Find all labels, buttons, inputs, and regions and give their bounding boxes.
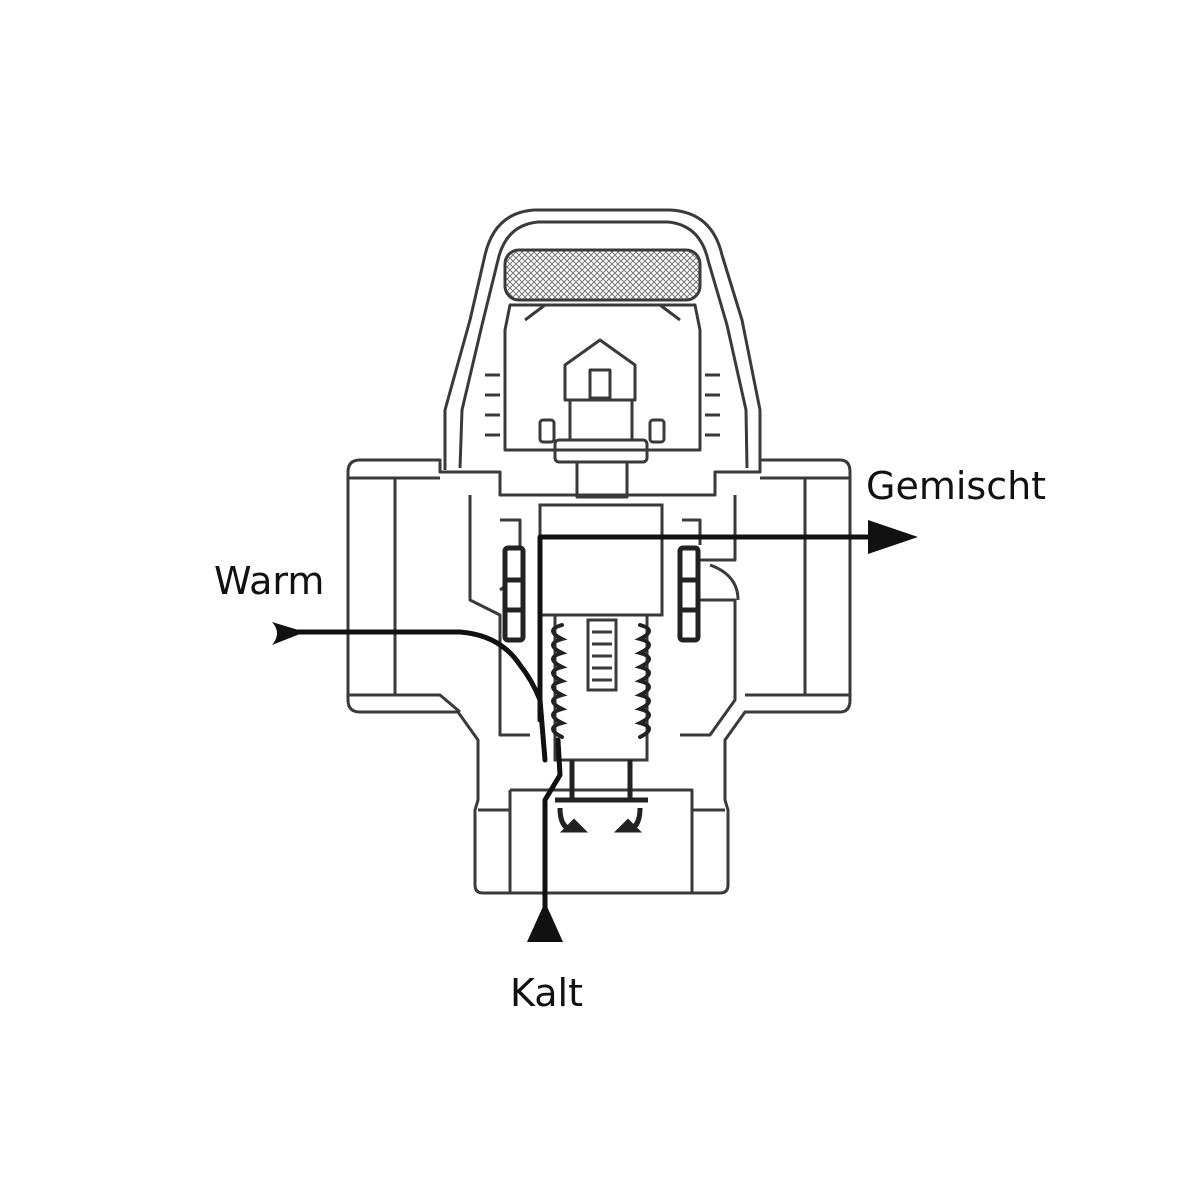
flow-paths [287, 534, 873, 928]
label-gemischt: Gemischt [866, 464, 1047, 508]
thermal-spring [551, 623, 651, 739]
bonnet-cap [443, 208, 762, 499]
mixed-arrow-icon [868, 520, 918, 554]
warm-arrow-icon [272, 622, 305, 645]
cold-arrow-icon [527, 902, 563, 942]
label-warm: Warm [214, 559, 325, 603]
label-kalt: Kalt [510, 971, 583, 1015]
cold-flow-line [542, 737, 563, 928]
warm-flow-line [287, 629, 548, 763]
seal-rings [502, 545, 701, 643]
check-valve-disc [555, 760, 648, 833]
mixed-flow-line [537, 534, 873, 723]
valve-body [346, 458, 852, 895]
flow-arrows [272, 520, 918, 942]
